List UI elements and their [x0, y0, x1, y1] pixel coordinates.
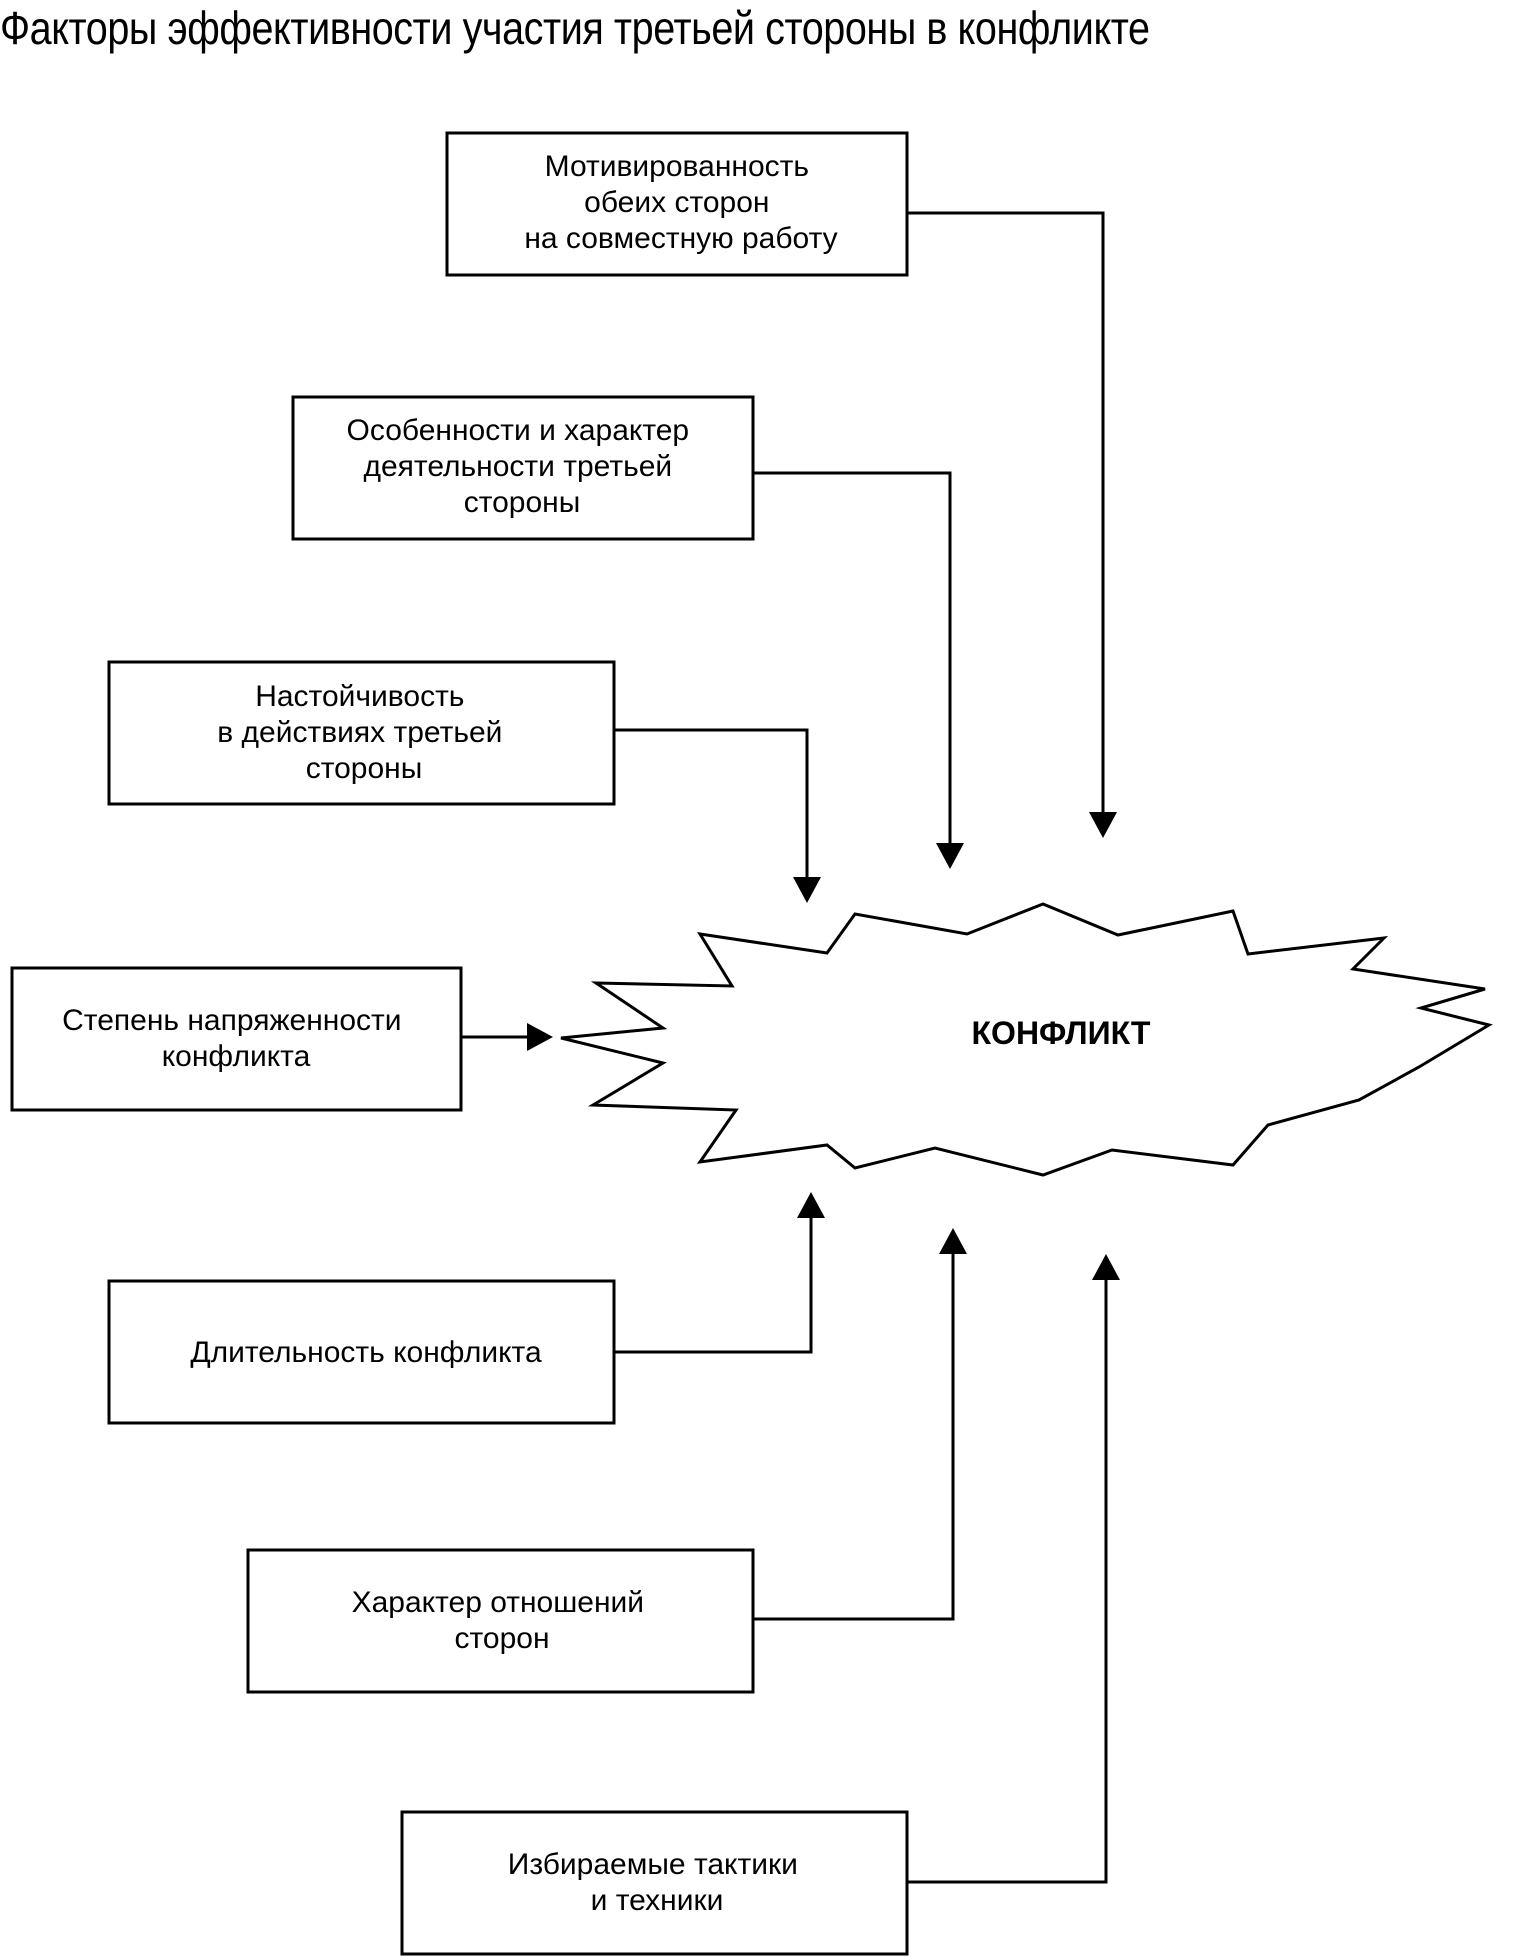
factor-line: на совместную работу	[524, 222, 837, 255]
arrowhead-duration	[797, 1192, 825, 1218]
factor-line: конфликта	[162, 1040, 311, 1073]
factor-line: обеих сторон	[584, 186, 769, 219]
connector-motivation	[907, 211, 1105, 815]
factor-line: Настойчивость	[255, 680, 464, 713]
connector-tactics	[907, 1277, 1108, 1884]
factor-box-tension: Степень напряженности конфликта	[10, 966, 463, 1112]
factor-line: стороны	[306, 752, 423, 785]
factor-text-duration: Длительность конфликта	[190, 1336, 542, 1369]
factor-box-third-party-features: Особенности и характер деятельности трет…	[291, 395, 755, 541]
factor-box-tactics: Избираемые тактики и техники	[400, 1810, 909, 1956]
conflict-shape: КОНФЛИКТ	[560, 902, 1493, 1177]
factor-box-motivation: Мотивированность обеих сторон на совмест…	[445, 131, 909, 277]
factor-box-persistence: Настойчивость в действиях третьей сторон…	[107, 660, 616, 806]
factor-line: Мотивированность	[545, 150, 809, 183]
conflict-starburst	[560, 902, 1493, 1177]
connectors	[461, 211, 1120, 1884]
factor-box-duration-frame	[107, 1279, 616, 1425]
connector-duration	[614, 1215, 813, 1354]
connector-relations	[753, 1251, 955, 1621]
factor-box-duration: Длительность конфликта	[107, 1279, 616, 1425]
arrowhead-persistence	[793, 877, 821, 903]
factor-line: Длительность конфликта	[190, 1336, 542, 1369]
factor-line: деятельности третьей	[363, 450, 672, 483]
factor-line: сторон	[454, 1622, 549, 1655]
factor-text-motivation: Мотивированность обеих сторон на совмест…	[524, 150, 837, 255]
factor-box-third-party-features-frame	[291, 395, 755, 541]
factor-line: Характер отношений	[352, 1586, 645, 1619]
factor-text-relations: Характер отношений сторон	[352, 1586, 653, 1655]
factor-box-relations-frame	[246, 1548, 755, 1694]
conflict-label: КОНФЛИКТ	[972, 1015, 1151, 1051]
factor-text-tension: Степень напряженности конфликта	[62, 1004, 410, 1073]
factor-line: и техники	[591, 1884, 724, 1917]
factor-box-tactics-frame	[400, 1810, 909, 1956]
factor-box-motivation-frame	[445, 131, 909, 277]
factor-box-tension-frame	[10, 966, 463, 1112]
factor-box-persistence-frame	[107, 660, 616, 806]
arrowhead-relations	[939, 1228, 967, 1254]
factor-text-persistence: Настойчивость в действиях третьей сторон…	[217, 680, 511, 785]
arrowhead-motivation	[1089, 812, 1117, 838]
arrowhead-third-party-features	[936, 843, 964, 869]
connector-persistence	[614, 728, 809, 880]
factor-line: в действиях третьей	[217, 716, 502, 749]
arrowhead-tension	[527, 1023, 553, 1051]
factor-text-third-party-features: Особенности и характер деятельности трет…	[347, 414, 698, 519]
factor-line: Степень напряженности	[62, 1004, 401, 1037]
connector-third-party-features	[753, 471, 952, 846]
factor-box-relations: Характер отношений сторон	[246, 1548, 755, 1694]
factor-line: Избираемые тактики	[508, 1848, 798, 1881]
arrowhead-tactics	[1092, 1254, 1120, 1280]
factor-text-tactics: Избираемые тактики и техники	[508, 1848, 806, 1917]
diagram-title: Факторы эффективности участия третьей ст…	[0, 2, 1150, 54]
factor-line: Особенности и характер	[347, 414, 690, 447]
factor-line: стороны	[464, 486, 581, 519]
